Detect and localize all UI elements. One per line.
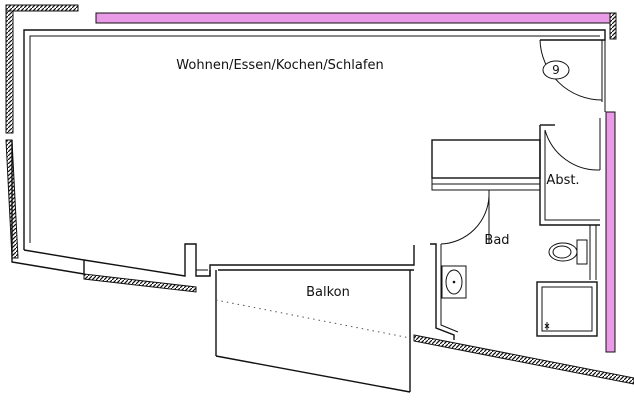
sink-icon bbox=[441, 265, 467, 299]
neighbor-wall-top bbox=[95, 12, 611, 24]
bathroom-walls bbox=[430, 190, 597, 340]
room-label-main: Wohnen/Essen/Kochen/Schlafen bbox=[176, 58, 383, 73]
room-label-bathroom: Bad bbox=[484, 233, 509, 248]
wall-left-upper bbox=[5, 4, 14, 134]
kitchen-counter bbox=[431, 139, 541, 191]
main-room-walls bbox=[11, 29, 606, 277]
room-label-balcony: Balkon bbox=[306, 285, 350, 300]
shower-icon bbox=[536, 281, 598, 337]
neighbor-wall-right bbox=[605, 111, 616, 353]
wall-top-left-stub bbox=[5, 4, 79, 12]
door-number-badge: 9 bbox=[542, 60, 570, 80]
entrance-door bbox=[539, 39, 603, 102]
balcony bbox=[209, 269, 414, 393]
room-label-storage: Abst. bbox=[546, 173, 579, 188]
wall-top-right-corner bbox=[609, 12, 617, 40]
wall-bottom-right bbox=[413, 334, 634, 385]
door-number: 9 bbox=[552, 63, 560, 77]
toilet-icon bbox=[548, 239, 588, 265]
wall-bottom-left bbox=[83, 273, 197, 293]
storage-room bbox=[539, 118, 601, 226]
